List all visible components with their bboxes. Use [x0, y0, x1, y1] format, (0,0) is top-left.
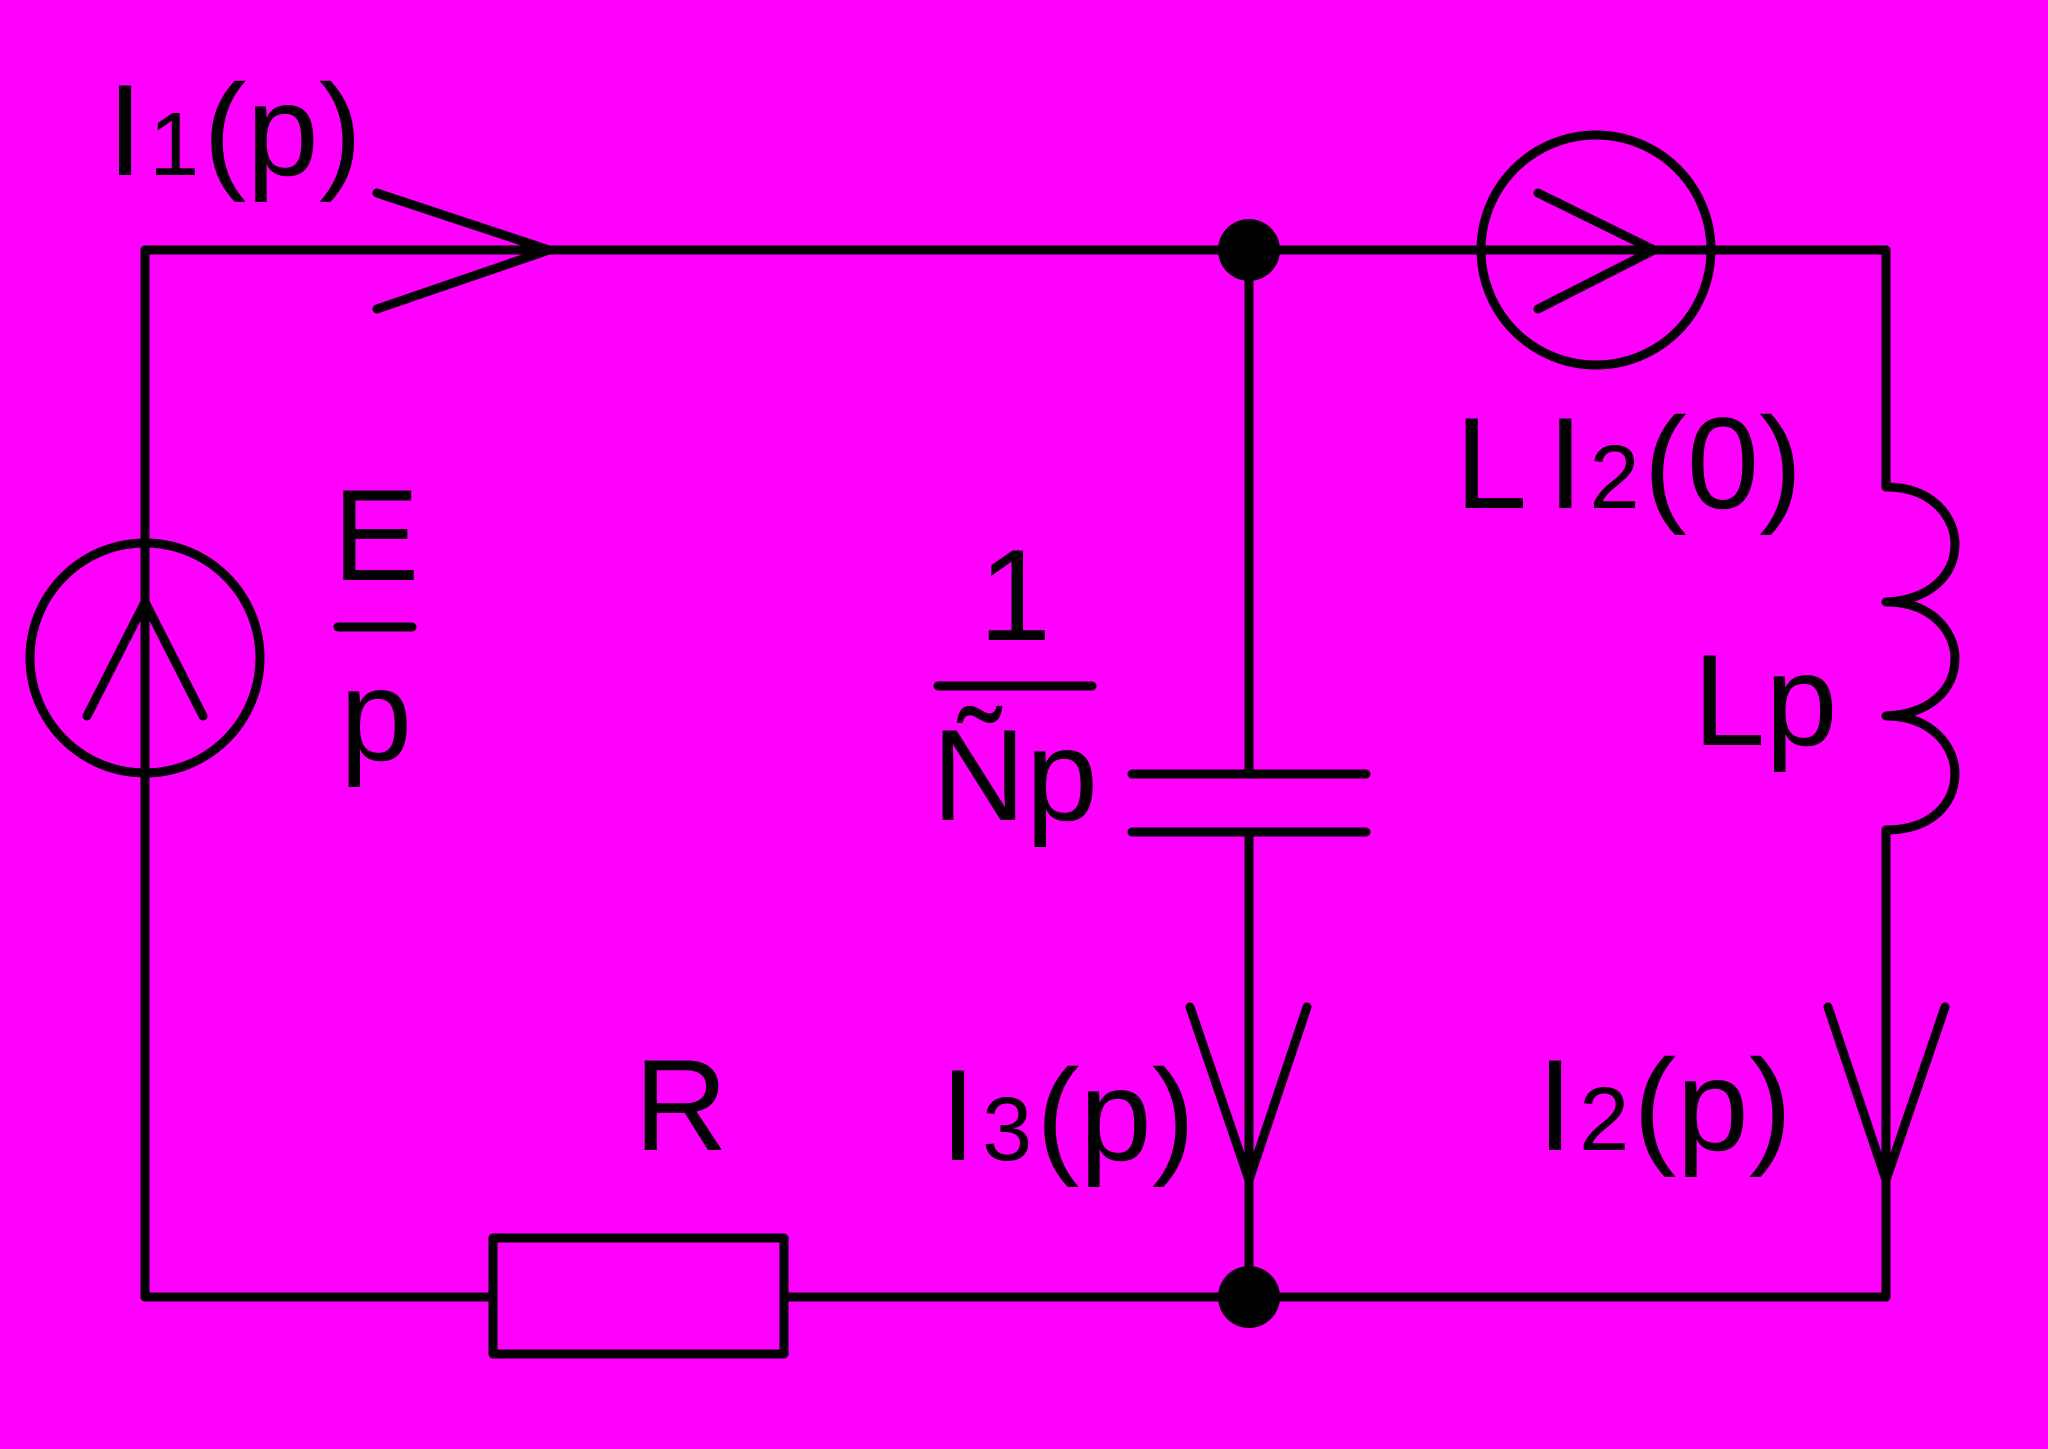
label-source-denominator: p — [340, 642, 412, 788]
voltage-source-e — [25, 538, 265, 778]
label-capacitor-numerator: 1 — [979, 522, 1051, 668]
junction-bottom-node — [1218, 1266, 1280, 1328]
arrow-i1 — [372, 188, 554, 314]
label-capacitor-denominator: Ñp — [932, 702, 1098, 848]
label-i1: I1(p) — [107, 57, 362, 203]
inductor — [1881, 482, 1960, 835]
label-resistor: R — [634, 1032, 728, 1178]
arrow-i2 — [1823, 1002, 1950, 1185]
label-i3: I3(p) — [940, 1042, 1195, 1188]
capacitor — [1127, 769, 1371, 837]
label-inductor: Lp — [1693, 627, 1838, 773]
current-source-li2 — [1476, 130, 1716, 370]
label-i2: I2(p) — [1537, 1032, 1792, 1178]
label-source-numerator: E — [333, 462, 420, 608]
resistor — [488, 1233, 789, 1359]
junction-top-node — [1218, 219, 1280, 281]
arrow-i3 — [1185, 1002, 1312, 1185]
